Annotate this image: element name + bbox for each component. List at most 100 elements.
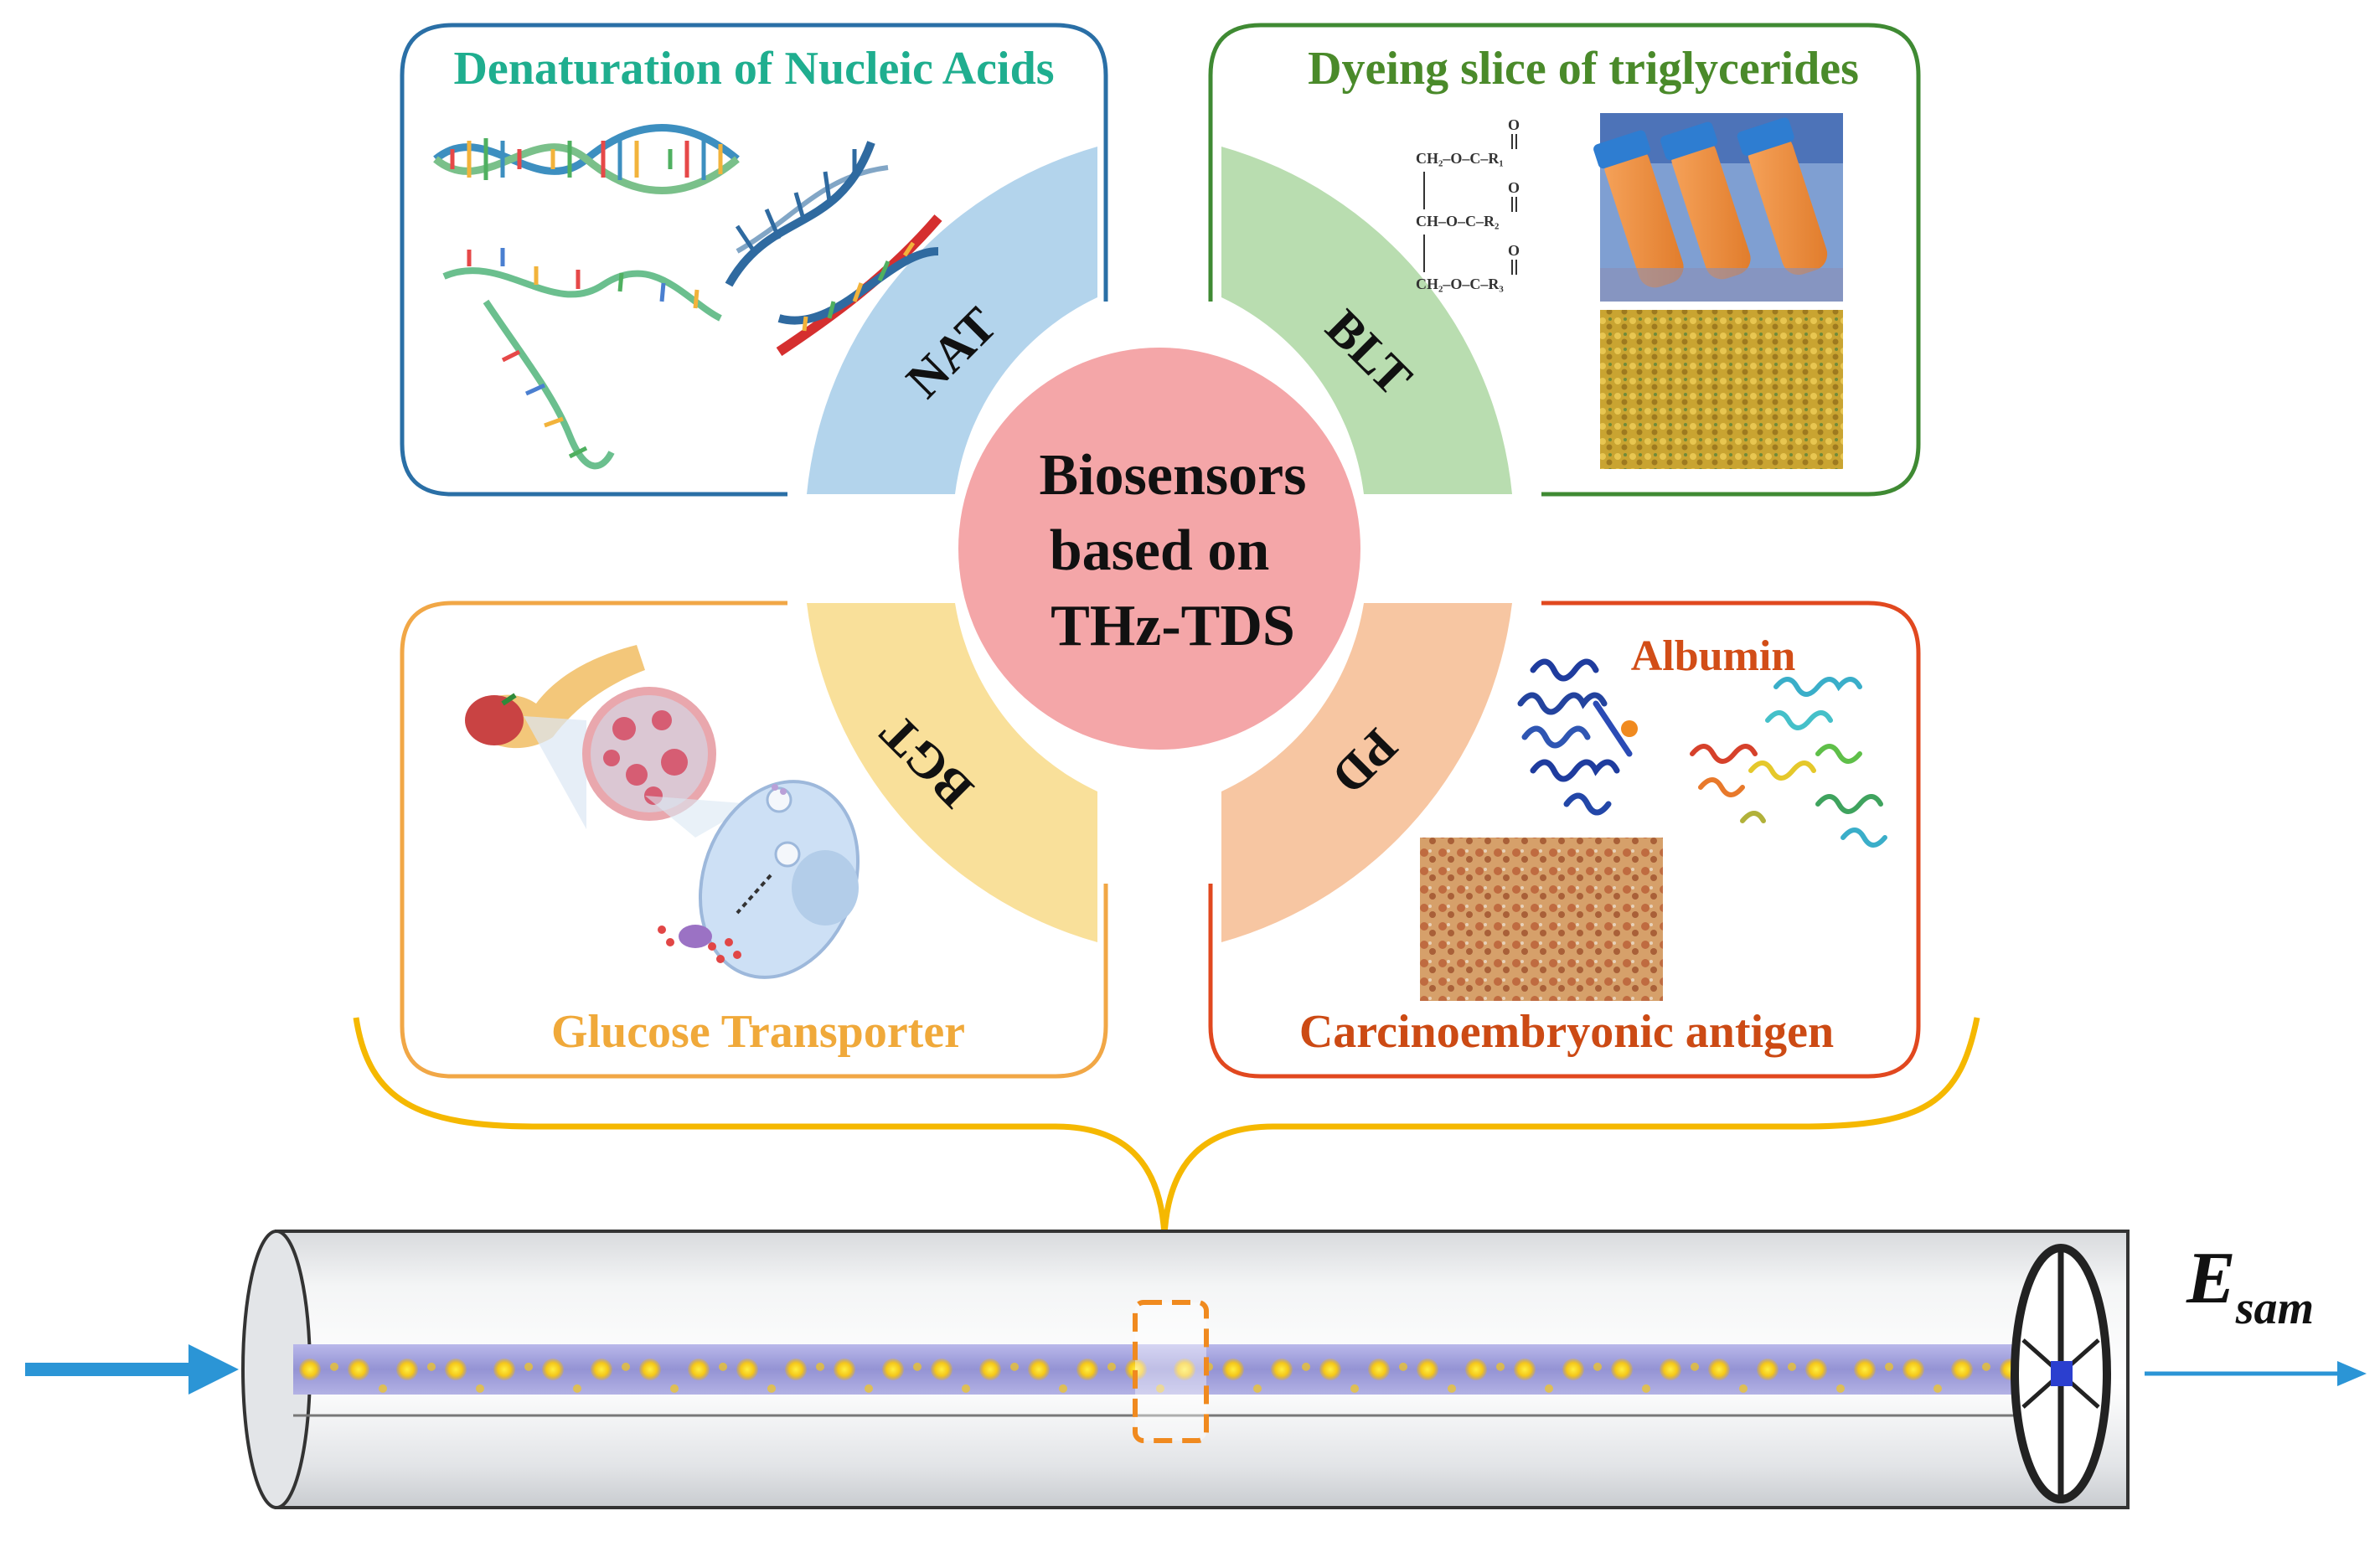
nanoparticle-small [719, 1362, 727, 1371]
nanoparticle [493, 1359, 515, 1380]
nanoparticle-small [1982, 1362, 1990, 1371]
blt-sector [1221, 147, 1512, 494]
dna-single-strand [442, 248, 722, 470]
nanoparticle-small [1107, 1362, 1116, 1371]
glucose-transporter-illustration [465, 645, 860, 979]
nanoparticle-small [330, 1362, 338, 1371]
nanoparticle [1076, 1359, 1098, 1380]
nanoparticle [348, 1359, 369, 1380]
nanoparticle [1902, 1359, 1924, 1380]
nanoparticle-small [1788, 1362, 1796, 1371]
nanoparticle [1757, 1359, 1779, 1380]
nanoparticle-small [622, 1362, 630, 1371]
nanoparticle-small [1739, 1384, 1748, 1393]
nanoparticle [1417, 1359, 1438, 1380]
nanoparticle-small [427, 1362, 436, 1371]
nanoparticle [1271, 1359, 1293, 1380]
lipid-slice-photo [1600, 310, 1843, 469]
fiber-tube [241, 1230, 2130, 1509]
dna-double-helix-diagonal [725, 141, 942, 356]
nanoparticle [591, 1359, 612, 1380]
input-arrow [25, 1344, 239, 1395]
nanoparticle-small [1593, 1362, 1602, 1371]
nanoparticle [299, 1359, 321, 1380]
nat-panel-border [400, 23, 1108, 497]
nanoparticle [542, 1359, 564, 1380]
blt-panel-border [1208, 23, 1921, 497]
nanoparticle-small [573, 1384, 581, 1393]
nanoparticle [1174, 1359, 1195, 1380]
nanoparticle [688, 1359, 710, 1380]
dna-helix-illustration [433, 124, 942, 470]
svg-text:O: O [1508, 179, 1520, 196]
nanoparticle-small [913, 1362, 922, 1371]
nanoparticle-small [1545, 1384, 1553, 1393]
nanoparticle [639, 1359, 661, 1380]
nat-sector [807, 147, 1097, 494]
center-circle [958, 348, 1360, 750]
bgt-sector [807, 603, 1097, 942]
center-line-3: THz-TDS [1051, 594, 1295, 658]
nanoparticle-small [476, 1384, 484, 1393]
albumin-label: Albumin [1631, 632, 1796, 680]
nanoparticle-small [1350, 1384, 1359, 1393]
nanoparticle-small [865, 1384, 873, 1393]
nanoparticle-small [1642, 1384, 1650, 1393]
nanoparticle-small [816, 1362, 824, 1371]
nanoparticle [1368, 1359, 1390, 1380]
pd-sector [1221, 603, 1512, 942]
nanoparticle [445, 1359, 467, 1380]
pd-title: Carcinoembryonic antigen [1299, 1006, 1834, 1058]
center-line-2: based on [1050, 518, 1270, 583]
nanoparticle [1125, 1359, 1147, 1380]
nanoparticle-small [1691, 1362, 1699, 1371]
bgt-panel-border [400, 601, 1108, 1079]
albumin-protein-structure [1517, 658, 1638, 816]
output-field-label: Esam [2186, 1238, 2314, 1334]
formula-row-2: CH–O–C–R₂ [1416, 213, 1499, 229]
nanoparticle [1805, 1359, 1827, 1380]
nanoparticle-small [524, 1362, 533, 1371]
svg-text:O: O [1508, 242, 1520, 259]
triglyceride-formula: CH₂–O–C–R₁ CH–O–C–R₂ CH₂–O–C–R₃ O O O [1416, 116, 1520, 292]
nanoparticle-small [1496, 1362, 1505, 1371]
carcinoembryonic-protein-structure [1690, 677, 1887, 848]
nanoparticle-small [1885, 1362, 1893, 1371]
svg-text:O: O [1508, 116, 1520, 133]
dna-double-helix-horizontal [433, 124, 740, 194]
nanoparticle [1708, 1359, 1730, 1380]
bgt-title: Glucose Transporter [551, 1006, 965, 1058]
nanoparticle [931, 1359, 953, 1380]
nanoparticle-small [1448, 1384, 1456, 1393]
test-tubes-photo [1593, 113, 1843, 302]
nanoparticle [1319, 1359, 1341, 1380]
nanoparticle [1611, 1359, 1633, 1380]
nanoparticle-small [1253, 1384, 1262, 1393]
blt-title: Dyeing slice of triglycerides [1308, 43, 1859, 95]
nanoparticle [1514, 1359, 1536, 1380]
nanoparticle [1660, 1359, 1681, 1380]
nanoparticle [736, 1359, 758, 1380]
nanoparticle-small [1156, 1384, 1164, 1393]
pd-panel-border [1208, 601, 1921, 1079]
nanoparticle [1951, 1359, 1973, 1380]
nanoparticle [785, 1359, 807, 1380]
formula-row-3: CH₂–O–C–R₃ [1416, 276, 1504, 292]
nanoparticle-small [670, 1384, 679, 1393]
nat-title: Denaturation of Nucleic Acids [453, 43, 1054, 95]
nanoparticle-small [1010, 1362, 1019, 1371]
nanoparticle [979, 1359, 1001, 1380]
nanoparticle [1028, 1359, 1050, 1380]
nanoparticle-small [1302, 1362, 1310, 1371]
nanoparticle-small [1059, 1384, 1067, 1393]
ihc-stain-photo [1420, 838, 1663, 1001]
nanoparticle [834, 1359, 855, 1380]
output-arrow [2145, 1361, 2367, 1386]
formula-row-1: CH₂–O–C–R₁ [1416, 150, 1504, 167]
sample-region-highlight [1133, 1300, 1209, 1443]
nanoparticle-small [1399, 1362, 1407, 1371]
nanoparticle [396, 1359, 418, 1380]
nanoparticle [1222, 1359, 1244, 1380]
